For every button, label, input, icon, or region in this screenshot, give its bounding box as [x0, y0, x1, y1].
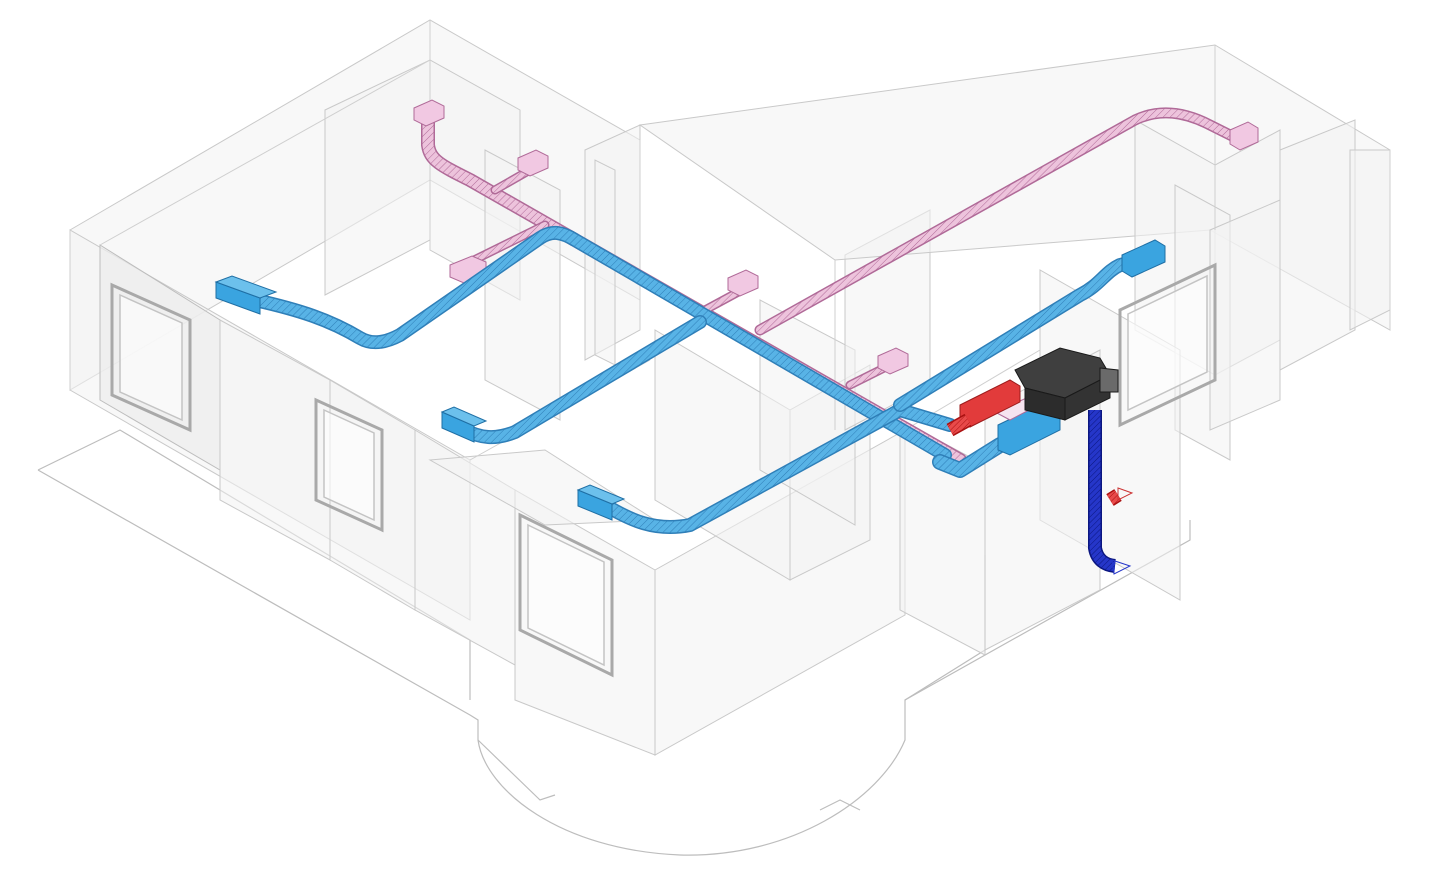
supply-duct-network [214, 226, 1166, 535]
window-left [110, 282, 192, 433]
supply-terminal [440, 406, 488, 443]
extract-terminal [413, 99, 445, 127]
supply-duct-right-run [893, 253, 1147, 412]
extract-duct-main [421, 108, 967, 467]
mvhr-unit [1014, 347, 1119, 421]
supply-duct-front-run [598, 403, 957, 535]
extract-terminal [877, 347, 909, 375]
extract-duct-network [413, 99, 1259, 467]
building-walls [69, 19, 1391, 756]
supply-duct-to-unit [932, 437, 1008, 478]
supply-terminal [214, 275, 278, 315]
extract-terminal [1229, 121, 1259, 151]
exhaust-duct-red [946, 379, 1021, 437]
extract-terminal [517, 149, 549, 177]
extract-duct-stub-2 [465, 220, 550, 267]
window-front [518, 512, 614, 678]
window-middle [314, 397, 384, 533]
window-right [1118, 262, 1217, 428]
fresh-air-duct-navy [1088, 410, 1132, 575]
supply-terminal [576, 484, 626, 521]
extract-duct-long-branch [754, 107, 1246, 336]
supply-terminal [1121, 239, 1166, 278]
extract-terminal [727, 269, 759, 297]
windows [110, 262, 1217, 678]
mvhr-assembly [946, 347, 1134, 575]
exhaust-outlet-red [1106, 487, 1134, 506]
supply-duct-left-run [248, 226, 952, 462]
